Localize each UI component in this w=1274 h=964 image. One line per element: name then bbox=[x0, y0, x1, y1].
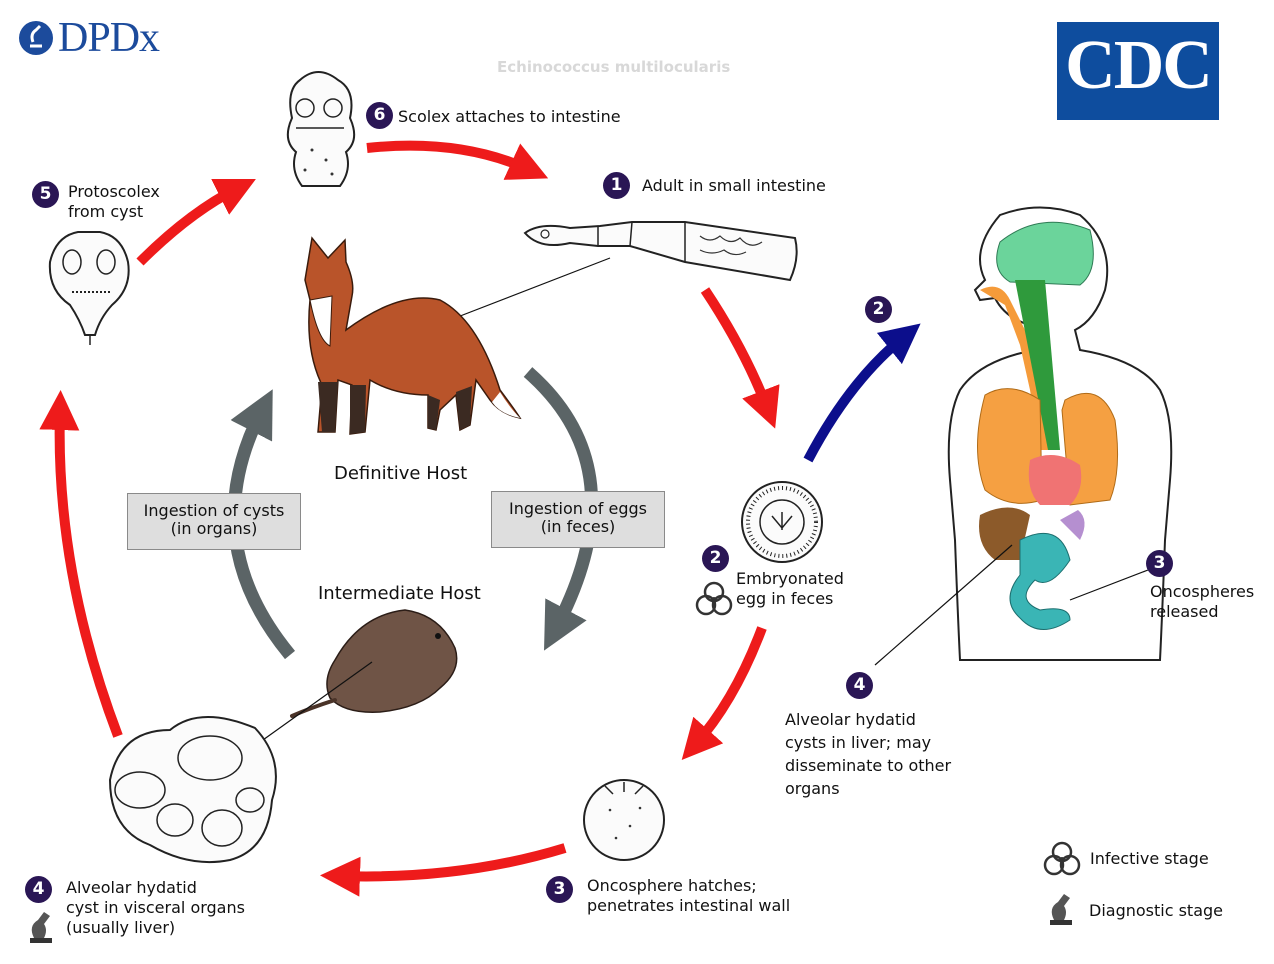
microscope-icon bbox=[30, 912, 52, 943]
stage-1-label: Adult in small intestine bbox=[642, 176, 826, 195]
arrow-egg-to-human bbox=[803, 323, 921, 463]
stage-6-badge: 6 bbox=[366, 102, 393, 129]
stage-1-badge: 1 bbox=[603, 172, 630, 199]
stage-4-human-label: Alveolar hydatid cysts in liver; may dis… bbox=[785, 710, 952, 798]
stage-3-label: Oncosphere hatches; penetrates intestina… bbox=[587, 876, 791, 915]
dpdx-logo-text: DPDx bbox=[58, 15, 160, 61]
vole-illustration bbox=[234, 609, 458, 761]
adult-worm-illustration bbox=[454, 221, 798, 319]
stage-3-badge: 3 bbox=[546, 876, 573, 903]
protoscolex-illustration bbox=[48, 231, 130, 345]
arrow-ingestion-eggs bbox=[523, 367, 599, 651]
stage-5-badge: 5 bbox=[32, 181, 59, 208]
legend-diagnostic-label: Diagnostic stage bbox=[1089, 901, 1224, 920]
stage-2-human-badge: 2 bbox=[865, 296, 892, 323]
microscope-icon bbox=[19, 21, 53, 55]
alveolar-cyst-illustration bbox=[108, 716, 277, 864]
faint-title: Echinococcus multilocularis bbox=[497, 58, 731, 76]
biohazard-icon bbox=[695, 581, 733, 616]
cdc-logo: CDC bbox=[1057, 22, 1219, 120]
stage-2-label: Embryonated egg in feces bbox=[736, 569, 844, 608]
microscope-icon bbox=[1050, 894, 1072, 925]
arrow-protoscolex-to-scolex bbox=[136, 179, 256, 266]
stage-3-human-badge: 3 bbox=[1146, 550, 1173, 577]
arrow-egg-to-oncosphere bbox=[681, 626, 767, 760]
stage-4-human-badge: 4 bbox=[846, 672, 873, 699]
stage-3-human-label: Oncospheres released bbox=[1150, 582, 1255, 621]
arrow-cyst-to-protoscolex bbox=[39, 390, 123, 738]
legend-infective-label: Infective stage bbox=[1090, 849, 1209, 868]
ingestion-cysts-box: Ingestion of cysts (in organs) bbox=[127, 493, 301, 550]
arrow-scolex-to-adult bbox=[366, 140, 549, 180]
arrow-oncosphere-to-cyst bbox=[320, 843, 567, 897]
egg-illustration bbox=[741, 481, 823, 563]
cdc-logo-text: CDC bbox=[1065, 27, 1213, 104]
human-figure-illustration bbox=[874, 206, 1173, 666]
fox-illustration bbox=[304, 236, 522, 435]
intermediate-host-label: Intermediate Host bbox=[318, 583, 481, 604]
stage-4-badge: 4 bbox=[25, 876, 52, 903]
biohazard-icon bbox=[1043, 841, 1081, 876]
scolex-illustration bbox=[286, 71, 356, 187]
stage-6-label: Scolex attaches to intestine bbox=[398, 107, 621, 126]
definitive-host-label: Definitive Host bbox=[334, 463, 468, 484]
dpdx-logo: DPDx bbox=[18, 15, 160, 61]
ingestion-eggs-box: Ingestion of eggs (in feces) bbox=[491, 491, 665, 548]
oncosphere-illustration bbox=[583, 779, 665, 861]
arrow-adult-to-egg bbox=[700, 287, 780, 429]
stage-5-label: Protoscolex from cyst bbox=[68, 182, 160, 221]
stage-2-badge: 2 bbox=[702, 545, 729, 572]
stage-4-label: Alveolar hydatid cyst in visceral organs… bbox=[66, 878, 245, 937]
